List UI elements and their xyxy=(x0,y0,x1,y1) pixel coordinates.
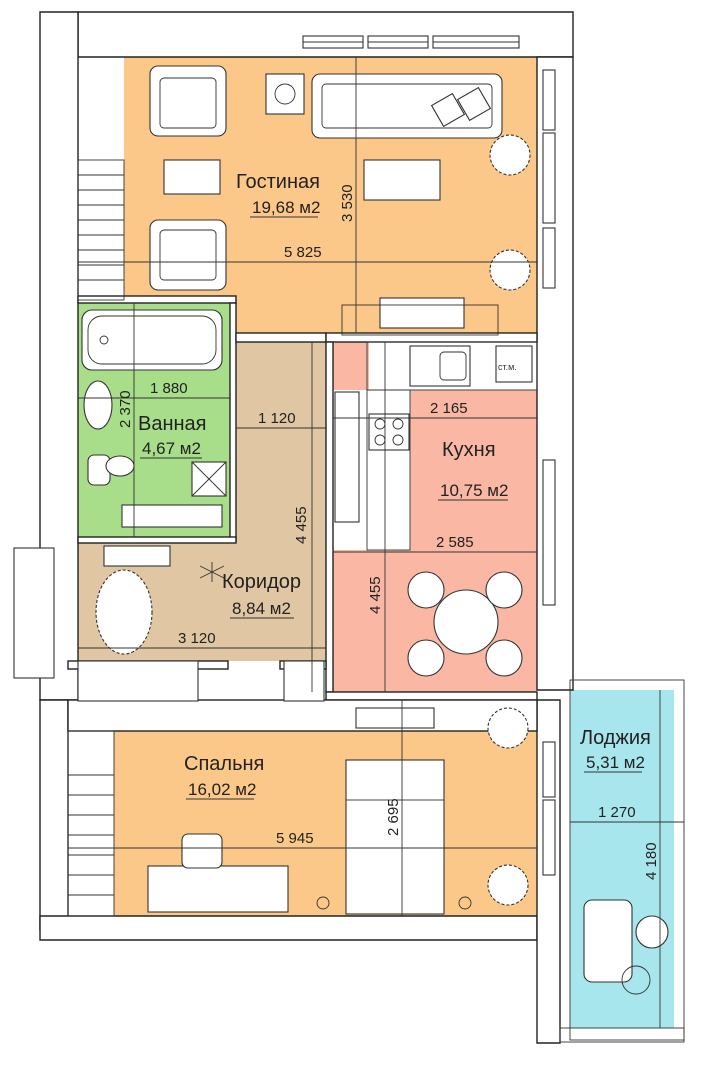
counter-top xyxy=(366,341,538,391)
plant-3 xyxy=(487,707,529,749)
bedroom-furniture xyxy=(147,707,529,915)
chair-1 xyxy=(407,571,445,609)
desk-chair xyxy=(181,833,223,869)
bath-name: Ванная xyxy=(138,413,207,435)
kitchen-corner-sink xyxy=(333,342,369,390)
dimension-labels: 5 825 3 530 1 880 2 370 1 120 4 455 3 12… xyxy=(117,184,660,880)
shelf xyxy=(121,504,223,528)
bedroom-area: 16,02 м2 xyxy=(188,780,256,799)
side-table xyxy=(635,915,669,949)
kitchen-area: 10,75 м2 xyxy=(440,481,508,500)
dim-kitchen-top: 2 165 xyxy=(430,400,468,417)
living-area: 19,68 м2 xyxy=(252,198,320,217)
round-rug xyxy=(95,569,153,655)
armchair-top xyxy=(149,65,227,137)
dim-bath-width: 1 880 xyxy=(150,380,188,397)
dining-table xyxy=(433,589,499,655)
dim-kitchen-height: 4 455 xyxy=(367,576,384,614)
armchair-bottom xyxy=(149,219,227,291)
chair-3 xyxy=(407,639,445,677)
kitchen-floor xyxy=(410,390,537,550)
dim-bath-height: 2 370 xyxy=(117,390,134,428)
windows xyxy=(13,35,556,917)
corridor-floor xyxy=(236,342,326,542)
washbasin xyxy=(83,380,113,430)
bath-area: 4,67 м2 xyxy=(142,439,201,458)
plant-1 xyxy=(489,134,531,176)
dim-bedroom-height: 2 695 xyxy=(385,798,402,836)
tv-unit xyxy=(265,73,305,115)
bed xyxy=(345,759,445,915)
dim-loggia-width: 1 270 xyxy=(598,804,636,821)
living-furniture xyxy=(149,65,531,336)
bathtub xyxy=(81,309,223,371)
dim-corridor-width: 3 120 xyxy=(178,630,216,647)
corridor-area: 8,84 м2 xyxy=(232,599,291,618)
kitchen-name: Кухня xyxy=(442,439,496,461)
lounge-chair xyxy=(583,899,633,983)
living-name: Гостиная xyxy=(236,171,320,193)
left-vents xyxy=(78,174,124,281)
left-vents-bedroom xyxy=(68,774,114,896)
radiator-living xyxy=(379,297,465,329)
radiator-bedroom xyxy=(355,707,435,729)
chair-2 xyxy=(485,571,523,609)
sofa xyxy=(311,73,503,139)
dim-living-height: 3 530 xyxy=(339,184,356,222)
loggia-area: 5,31 м2 xyxy=(586,753,645,772)
plant-4 xyxy=(487,864,529,906)
chair-4 xyxy=(485,639,523,677)
counter-left xyxy=(366,389,411,551)
loggia-name: Лоджия xyxy=(580,727,651,749)
dim-living-width: 5 825 xyxy=(284,244,322,261)
dim-corridor-height: 4 455 xyxy=(293,506,310,544)
desk xyxy=(147,865,289,913)
table-left xyxy=(163,159,221,195)
stove xyxy=(368,413,410,451)
table-right xyxy=(363,159,441,201)
dim-loggia-height: 4 180 xyxy=(643,842,660,880)
shaft xyxy=(495,345,533,383)
dim-corridor-top: 1 120 xyxy=(258,410,296,427)
dimension-lines xyxy=(68,57,684,1028)
entrance-door xyxy=(13,547,55,679)
room-labels: Гостиная 19,68 м2 Ванная 4,67 м2 Кухня 1… xyxy=(138,171,651,800)
dim-bedroom-width: 5 945 xyxy=(276,830,314,847)
kitchen-furniture: ст.м. xyxy=(334,341,538,677)
star-lamp-icon xyxy=(199,562,225,582)
shaft-label: ст.м. xyxy=(498,362,517,372)
plant-2 xyxy=(489,249,531,291)
fridge xyxy=(334,391,360,523)
corridor-name: Коридор xyxy=(222,571,301,593)
bedroom-name: Спальня xyxy=(184,753,264,775)
dim-kitchen-width: 2 585 xyxy=(436,534,474,551)
wardrobe-corridor xyxy=(77,660,199,702)
bath-fixtures xyxy=(81,309,227,528)
corridor-furniture xyxy=(77,545,325,702)
